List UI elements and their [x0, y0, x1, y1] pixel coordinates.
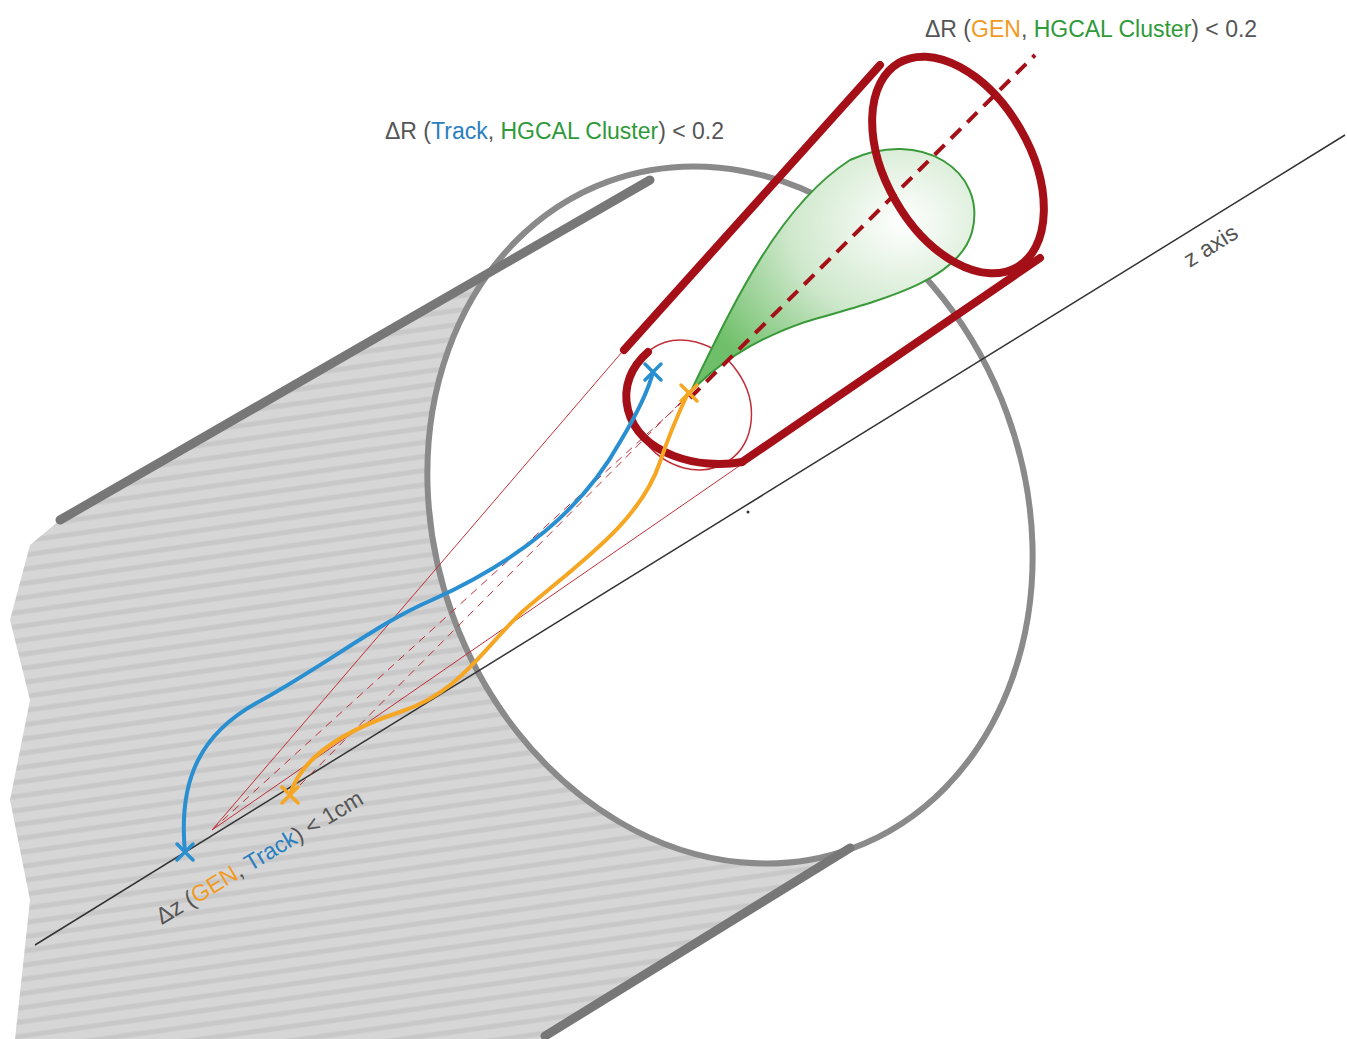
- annotation-label: ΔR (GEN, HGCAL Cluster) < 0.2: [925, 16, 1257, 44]
- label-part: (: [957, 16, 971, 42]
- label-part: ,: [1021, 16, 1034, 42]
- track-marker: [177, 364, 661, 860]
- label-part: ΔR: [385, 118, 417, 144]
- detector-edge: [545, 848, 850, 1036]
- label-part: ) <: [1191, 16, 1225, 42]
- gen-marker: [282, 385, 697, 803]
- label-part: Cluster: [585, 118, 658, 144]
- label-part: (: [417, 118, 431, 144]
- annotation-label: z axis: [1179, 219, 1243, 274]
- label-part: [1112, 16, 1118, 42]
- label-part: Track: [431, 118, 488, 144]
- match-cylinder-end: [626, 352, 742, 464]
- cone-line: [212, 462, 745, 830]
- match-cylinder-end: [837, 27, 1080, 303]
- label-part: [579, 118, 585, 144]
- label-part: HGCAL: [1034, 16, 1112, 42]
- z-axis-line: [35, 135, 1345, 945]
- label-part: GEN: [971, 16, 1021, 42]
- label-part: HGCAL: [500, 118, 578, 144]
- gen-particle: [290, 393, 688, 795]
- axis-dot: [747, 511, 750, 514]
- match-cylinder-side: [742, 258, 1040, 462]
- cone-line: [212, 345, 628, 830]
- cone-axis: [290, 393, 690, 795]
- match-axis: [690, 55, 1035, 398]
- match-cylinder-side: [624, 65, 880, 350]
- label-part: ΔR: [925, 16, 957, 42]
- label-part: ,: [488, 118, 501, 144]
- reco-track: [184, 372, 653, 852]
- label-part: ) <: [658, 118, 692, 144]
- detector-edge: [60, 180, 650, 520]
- annotation-label: ΔR (Track, HGCAL Cluster) < 0.2: [385, 118, 724, 146]
- label-part: 0.2: [692, 118, 724, 144]
- label-part: Cluster: [1118, 16, 1191, 42]
- cone-axis: [212, 395, 690, 830]
- label-part: axis: [1194, 219, 1242, 263]
- label-part: 0.2: [1225, 16, 1257, 42]
